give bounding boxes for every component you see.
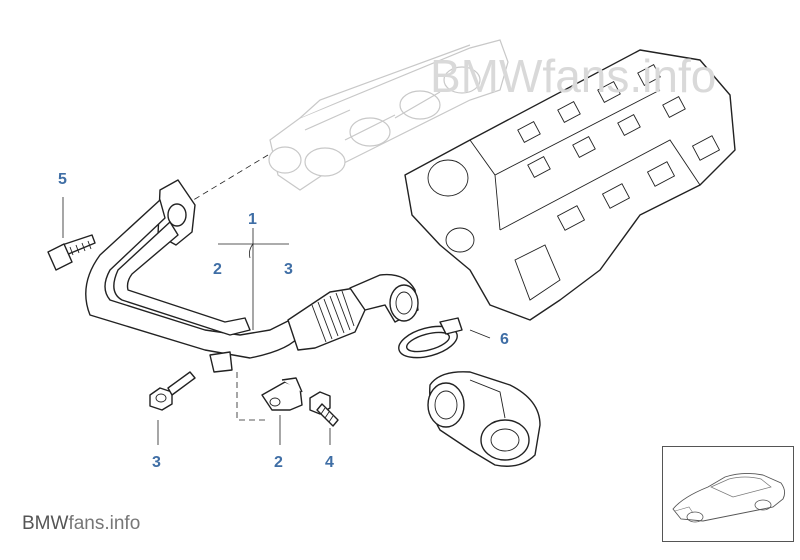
brand-bold: BMW [22,513,69,534]
brand-logo: BMWfans.info [22,513,140,535]
brand-rest: fans.info [68,513,141,534]
car-thumbnail [662,446,794,542]
pipe-bracket [261,377,303,411]
car-silhouette-icon [672,472,786,523]
callout-4: 4 [325,454,334,471]
callout-6: 6 [500,331,509,348]
exhaust-manifold-ghost [268,39,509,191]
egr-pipe [85,179,419,373]
callout-1: 1 [248,211,257,228]
guide-line-flange [184,154,269,206]
bolt-4 [309,391,339,427]
bolt-3 [149,371,196,411]
callout-3-top: 3 [284,261,293,278]
cylinder-head [404,49,736,321]
bolt-5 [47,234,96,271]
callout-3-bottom: 3 [152,454,161,471]
leader-lines [62,197,491,445]
callout-2-top: 2 [213,261,222,278]
callout-5: 5 [58,171,67,188]
egr-valve [427,371,541,467]
callout-2-bottom: 2 [274,454,283,471]
hose-clamp [398,317,463,359]
watermark-text: BMWfans.info [430,50,716,102]
